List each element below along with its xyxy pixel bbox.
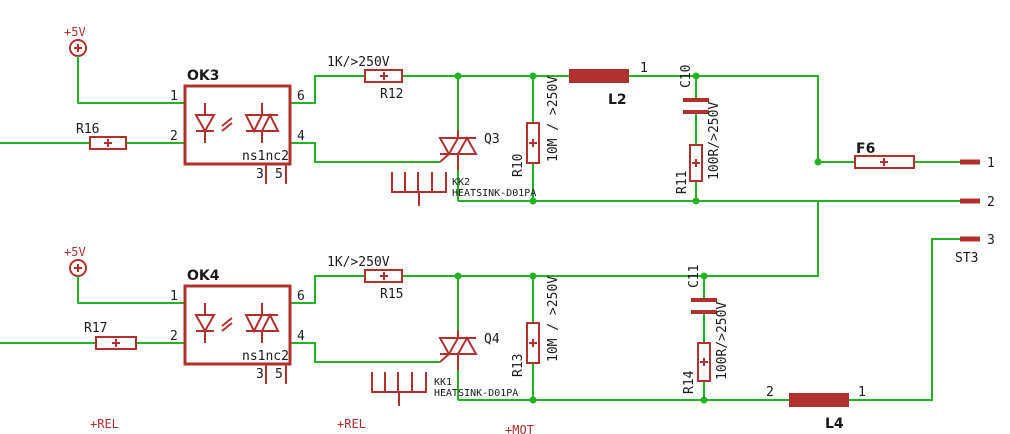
r13-label: R13 [511,354,526,377]
bottom-labels: +REL +REL +MOT [90,417,534,434]
kk2-label: KK2 [452,177,470,188]
capacitor-c11: C11 [687,265,717,314]
c10-label: C10 [679,65,694,88]
rel1-label: +REL [90,417,119,431]
inductor-l4: 2 1 L4 [766,385,866,432]
triac-q3: Q3 [438,130,500,170]
f6-label: F6 [856,141,875,157]
heatsink-kk1: KK1 HEATSINK-D01PA [371,372,518,406]
l4-label: L4 [825,416,844,432]
rel2-label: +REL [337,417,366,431]
r13-value: 10M / >250V [546,276,561,362]
ok3-part: ns1nc2 [242,149,289,164]
kk2-part: HEATSINK-D01PA [452,188,536,199]
l4-pin1: 1 [858,385,866,400]
supply-bottom-label: +5V [64,245,86,259]
r15-label: R15 [380,287,403,302]
inductor-l2: L2 1 [569,61,648,108]
supply-top-label: +5V [64,25,86,39]
ok4-label: OK4 [187,268,220,284]
c11-label: C11 [687,265,702,288]
ok4-pin6: 6 [297,289,305,304]
resistor-r15: 1K/>250V R15 [327,255,403,302]
ok4-part: ns1nc2 [242,349,289,364]
r11-value: 100R/>250V [707,102,722,180]
supply-top: +5V [64,25,87,57]
mot-label: +MOT [505,423,534,434]
r14-value: 100R/>250V [715,302,730,380]
ok3-pin3: 3 [256,167,264,182]
resistor-r16: R16 [76,122,127,150]
resistor-r14: R14 100R/>250V [682,302,730,394]
r15-value: 1K/>250V [327,255,390,270]
kk1-label: KK1 [434,377,452,388]
fuse-f6: F6 [854,141,915,169]
l4-pin2: 2 [766,385,774,400]
resistor-r11: R11 100R/>250V [675,102,722,194]
kk1-part: HEATSINK-D01PA [434,388,518,399]
ok3-pin6: 6 [297,89,305,104]
st3-label: ST3 [955,251,978,266]
capacitor-c10: C10 [679,65,709,114]
channel-bottom: +5V R17 OK4 [0,201,960,406]
l2-pin: 1 [640,61,648,76]
resistor-r12: 1K/>250V R12 [327,55,403,102]
resistor-r10: R10 10M / >250V [511,76,561,177]
r10-value: 10M / >250V [546,76,561,162]
r14-label: R14 [682,370,697,394]
ok3-label: OK3 [187,68,220,84]
channel-top: +5V R16 [0,25,960,206]
r10-label: R10 [511,154,526,177]
st3-pin3: 3 [987,233,995,248]
heatsink-kk2: KK2 HEATSINK-D01PA [391,172,536,206]
ok3-pin4: 4 [297,129,305,144]
r12-value: 1K/>250V [327,55,390,70]
triac-q4: Q4 [438,330,500,370]
l2-label: L2 [608,92,627,108]
ok4-pin3: 3 [256,367,264,382]
optocoupler-ok4: OK4 1 2 6 4 3 5 ns1nc2 [170,268,305,384]
q4-label: Q4 [484,332,500,347]
ok3-pin5: 5 [275,167,283,182]
st3-pin1: 1 [987,156,995,171]
ok4-pin2: 2 [170,329,178,344]
optocoupler-ok3: OK3 1 2 6 4 3 5 ns1nc2 [170,68,305,184]
resistor-r17: R17 [84,321,137,350]
st3-pin2: 2 [987,195,995,210]
connector-st3: 1 2 3 ST3 [955,156,995,266]
r11-label: R11 [675,171,690,194]
ok4-pin4: 4 [297,329,305,344]
ok3-pin2: 2 [170,129,178,144]
r12-label: R12 [380,87,403,102]
r17-label: R17 [84,321,107,336]
ok3-pin1: 1 [170,89,178,104]
ok4-pin1: 1 [170,289,178,304]
r16-label: R16 [76,122,99,137]
supply-bottom: +5V [64,245,87,277]
resistor-r13: R13 10M / >250V [511,276,561,377]
q3-label: Q3 [484,132,500,147]
ok4-pin5: 5 [275,367,283,382]
